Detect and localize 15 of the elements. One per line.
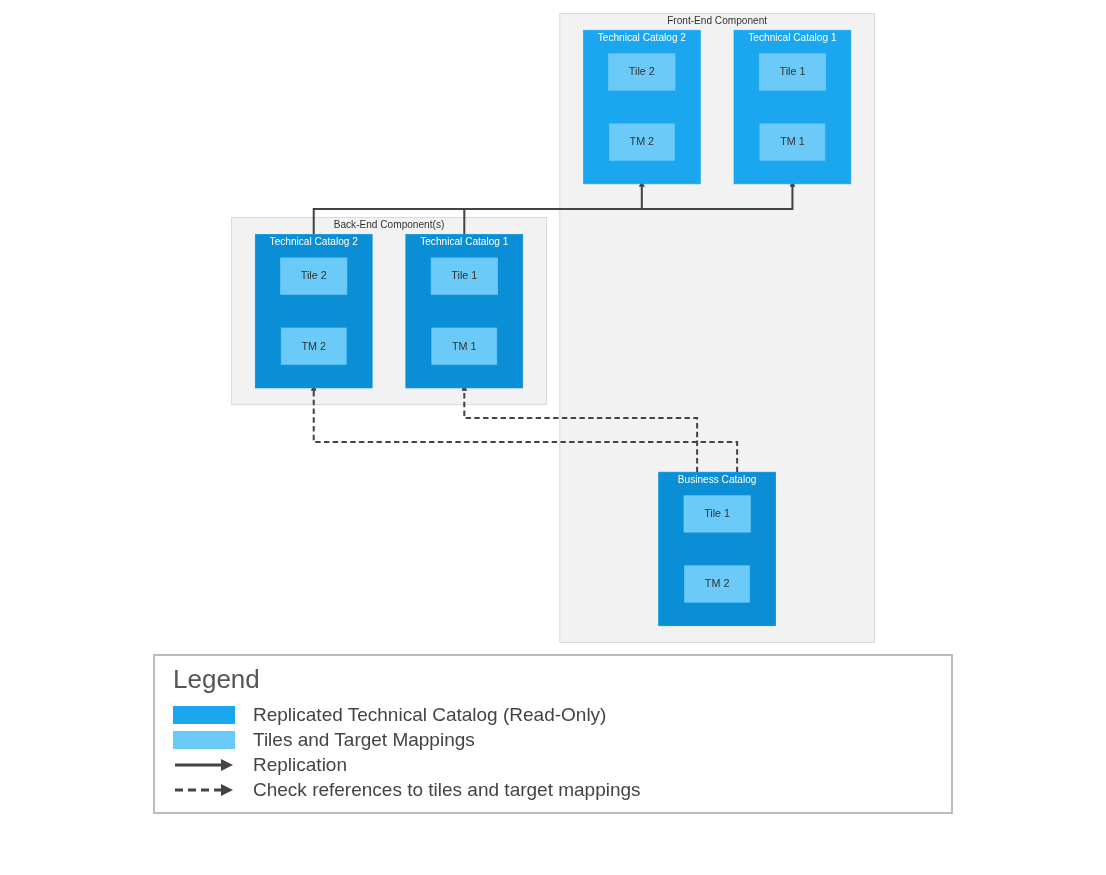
legend-text: Replicated Technical Catalog (Read-Only) (253, 704, 607, 726)
node-box: TM 2 (684, 565, 750, 603)
node-box: TM 1 (431, 327, 498, 365)
legend-text: Replication (253, 754, 347, 776)
node-box: TM 2 (280, 327, 347, 365)
legend-text: Tiles and Target Mappings (253, 729, 475, 751)
node-box: Tile 1 (430, 257, 498, 295)
legend-heading: Legend (173, 664, 260, 695)
node-box: TM 1 (759, 123, 826, 161)
node-box: Tile 1 (683, 495, 751, 533)
node-box: Tile 1 (758, 53, 826, 91)
node-box: Tile 2 (608, 53, 676, 91)
node-box: Tile 2 (280, 257, 348, 295)
node-box: TM 2 (608, 123, 675, 161)
legend-text: Check references to tiles and target mappings (253, 779, 641, 801)
